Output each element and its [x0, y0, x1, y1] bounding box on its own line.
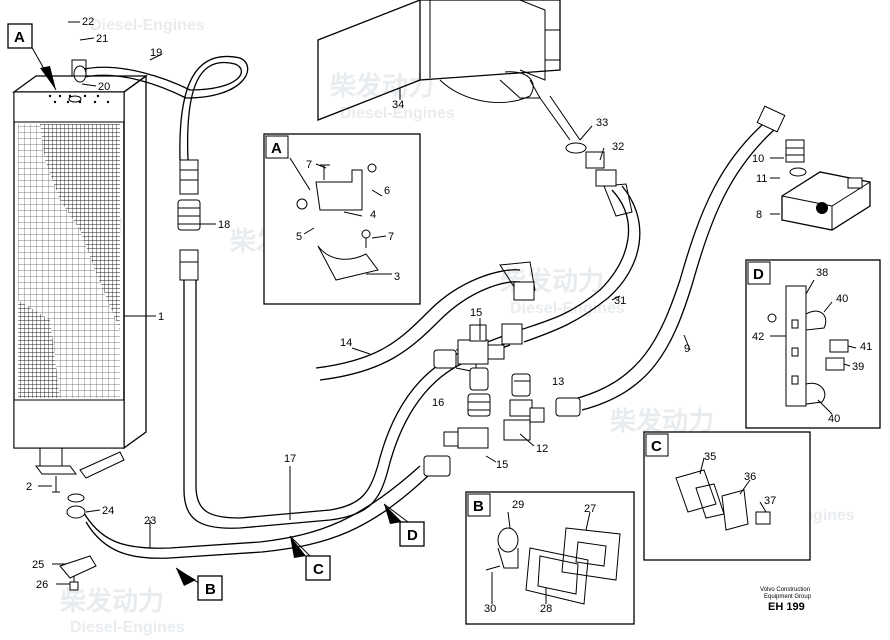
- callout-4: 4: [370, 209, 376, 221]
- fitting-18-assembly: [177, 159, 201, 281]
- hose-17: [183, 280, 511, 529]
- callout-15-upper: 15: [470, 307, 482, 319]
- callout-5: 5: [296, 231, 302, 243]
- view-label-boxes: [7, 23, 425, 601]
- watermark-latin: Diesel-Engines: [340, 105, 455, 122]
- callout-24: 24: [102, 505, 114, 517]
- callout-19: 19: [150, 47, 162, 59]
- view-label-a: A: [14, 29, 25, 46]
- callout-16: 16: [432, 397, 444, 409]
- center-fittings: [433, 324, 545, 449]
- callout-27: 27: [584, 503, 596, 515]
- bottom-brackets: [52, 476, 97, 591]
- detail-c-title: C: [651, 438, 662, 455]
- callout-36: 36: [744, 471, 756, 483]
- callout-33: 33: [596, 117, 608, 129]
- callout-25: 25: [32, 559, 44, 571]
- callout-40-upper: 40: [836, 293, 848, 305]
- callout-7-upper: 7: [306, 159, 312, 171]
- callout-8: 8: [756, 209, 762, 221]
- callout-31: 31: [614, 295, 626, 307]
- callout-6: 6: [384, 185, 390, 197]
- callout-11: 11: [756, 173, 767, 185]
- callout-15-lower: 15: [496, 459, 508, 471]
- watermark-latin: Diesel-Engines: [90, 17, 205, 34]
- valve-block: [781, 139, 871, 231]
- callout-18: 18: [218, 219, 230, 231]
- callout-30: 30: [484, 603, 496, 615]
- detail-d-title: D: [753, 266, 764, 283]
- watermark-chinese: 柴发动力: [59, 586, 164, 616]
- callout-7-lower: 7: [388, 231, 394, 243]
- callout-1: 1: [158, 311, 164, 323]
- view-label-d: D: [407, 527, 418, 544]
- watermark-latin: Diesel-Engines: [510, 300, 625, 317]
- callout-20: 20: [98, 81, 110, 93]
- footer-caption-line1: Volvo Construction: [760, 587, 810, 593]
- footer-caption-line2: Equipment Group: [764, 594, 812, 600]
- view-label-b: B: [205, 581, 216, 598]
- callout-42: 42: [752, 331, 764, 343]
- oil-cooler: [12, 74, 148, 479]
- callout-34: 34: [392, 99, 404, 111]
- part-callouts: 1 2 3 4 5 6 7 7 8 9 10 11 12 13 14 15 15…: [26, 16, 872, 615]
- callout-2: 2: [26, 481, 32, 493]
- callout-29: 29: [512, 499, 524, 511]
- callout-17: 17: [284, 453, 296, 465]
- callout-41: 41: [860, 341, 872, 353]
- callout-23: 23: [144, 515, 156, 527]
- detail-a-title: A: [271, 140, 282, 157]
- detail-view-a: [263, 133, 421, 305]
- callout-12: 12: [536, 443, 548, 455]
- callout-22: 22: [82, 16, 94, 28]
- callout-39: 39: [852, 361, 864, 373]
- view-label-c: C: [313, 561, 324, 578]
- callout-28: 28: [540, 603, 552, 615]
- watermark-chinese: 柴发动力: [329, 71, 434, 101]
- callout-26: 26: [36, 579, 48, 591]
- callout-37: 37: [764, 495, 776, 507]
- hydraulic-tank: [317, 0, 617, 187]
- hose-23: [66, 455, 451, 559]
- watermark-latin: Diesel-Engines: [70, 619, 185, 636]
- hose-19: [71, 55, 249, 161]
- callout-21: 21: [96, 33, 108, 45]
- callout-38: 38: [816, 267, 828, 279]
- hose-31: [501, 183, 641, 345]
- detail-view-c: [643, 431, 811, 561]
- watermark-chinese: 柴发动力: [609, 406, 714, 436]
- callout-10: 10: [752, 153, 764, 165]
- callout-40-lower: 40: [828, 413, 840, 425]
- callout-14: 14: [340, 337, 352, 349]
- footer: Volvo Construction Equipment Group EH 19…: [760, 587, 812, 613]
- detail-b-title: B: [473, 498, 484, 515]
- detail-view-b: [465, 491, 635, 625]
- drawing-code: EH 199: [768, 601, 805, 613]
- detail-view-d: [745, 259, 881, 429]
- hose-9: [555, 105, 786, 417]
- callout-9: 9: [684, 343, 690, 355]
- callout-32: 32: [612, 141, 624, 153]
- callout-3: 3: [394, 271, 400, 283]
- callout-13: 13: [552, 376, 564, 388]
- hose-14: [315, 261, 536, 381]
- callout-35: 35: [704, 451, 716, 463]
